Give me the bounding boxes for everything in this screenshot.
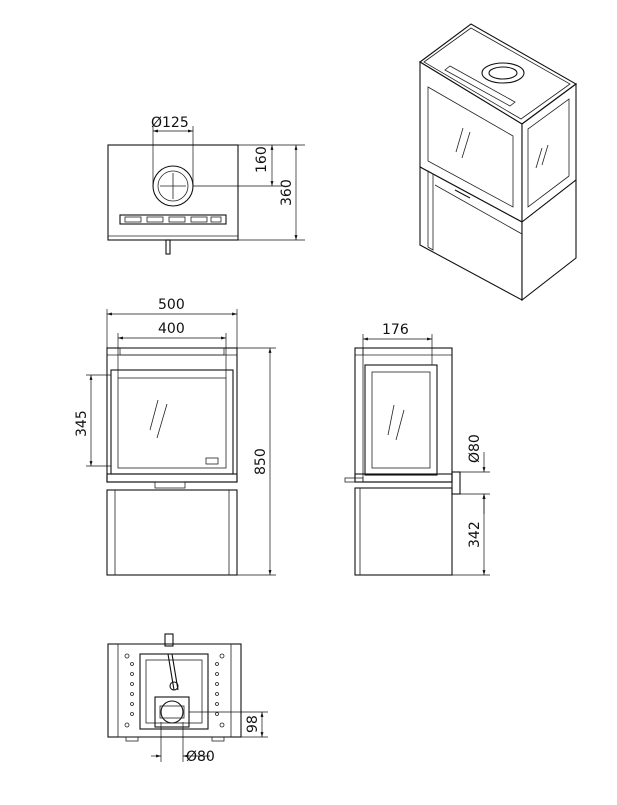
side-view: 176 Ø80 342 [344,322,490,576]
front-view: 500 400 345 850 [74,297,276,576]
flue-offset-label: 160 [254,146,270,173]
total-height-label: 850 [253,448,269,475]
air-inlet-diameter-label: Ø80 [186,749,215,765]
rear-outlet-diameter-label: Ø80 [467,434,483,463]
isometric-view [419,23,578,302]
bottom-view: 98 Ø80 [107,633,268,765]
total-width-label: 500 [158,297,185,313]
flue-diameter-label: Ø125 [151,115,189,131]
glass-width-label: 400 [158,321,185,337]
glass-height-label: 345 [74,410,90,437]
top-view-controls [119,214,227,225]
top-view: Ø125 160 360 [107,115,305,255]
top-view-flue [152,165,194,207]
air-inlet-offset-label: 98 [245,715,261,733]
side-depth-label: 176 [382,322,409,338]
depth-label: 360 [279,179,295,206]
rear-outlet-height-label: 342 [467,521,483,548]
